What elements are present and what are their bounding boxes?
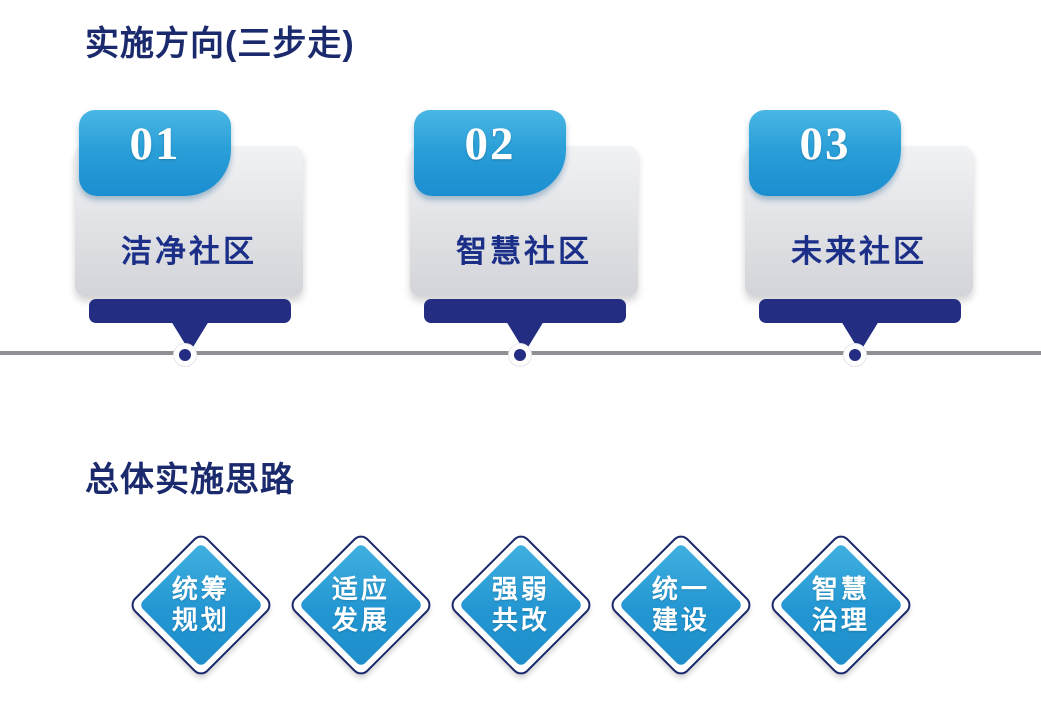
step-number: 03 bbox=[799, 118, 851, 170]
diamond-label: 智慧 治理 bbox=[811, 573, 871, 635]
timeline-dot bbox=[509, 344, 531, 366]
step-label: 未来社区 bbox=[791, 234, 927, 269]
section2-title: 总体实施思路 bbox=[85, 461, 295, 499]
diamond-fill: 统一 建设 bbox=[618, 542, 744, 668]
diamond-label: 强弱 共改 bbox=[491, 573, 551, 635]
diamond-item-4: 统一 建设 bbox=[607, 531, 755, 679]
diamond-fill: 智慧 治理 bbox=[778, 542, 904, 668]
step-number: 02 bbox=[464, 118, 516, 170]
step-card-3: 03 未来社区 bbox=[745, 110, 975, 390]
step-card-1: 01 洁净社区 bbox=[75, 110, 305, 390]
diamond-item-1: 统筹 规划 bbox=[127, 531, 275, 679]
step-label: 洁净社区 bbox=[121, 234, 257, 269]
step-base-bar bbox=[759, 299, 961, 323]
step-base-bar bbox=[424, 299, 626, 323]
step-number-tab: 01 bbox=[79, 110, 231, 196]
diamond-label: 统一 建设 bbox=[651, 573, 711, 635]
step-number-tab: 02 bbox=[414, 110, 566, 196]
diamond-fill: 适应 发展 bbox=[298, 542, 424, 668]
diamond-label: 统筹 规划 bbox=[171, 573, 231, 635]
step-number-tab: 03 bbox=[749, 110, 901, 196]
diamond-item-5: 智慧 治理 bbox=[767, 531, 915, 679]
step-label: 智慧社区 bbox=[456, 234, 592, 269]
timeline-dot bbox=[174, 344, 196, 366]
diamond-label: 适应 发展 bbox=[331, 573, 391, 635]
section1-title: 实施方向(三步走) bbox=[85, 25, 355, 63]
diamond-item-2: 适应 发展 bbox=[287, 531, 435, 679]
step-card-2: 02 智慧社区 bbox=[410, 110, 640, 390]
timeline-dot bbox=[844, 344, 866, 366]
diamond-item-3: 强弱 共改 bbox=[447, 531, 595, 679]
diamond-fill: 强弱 共改 bbox=[458, 542, 584, 668]
diamond-fill: 统筹 规划 bbox=[138, 542, 264, 668]
step-base-bar bbox=[89, 299, 291, 323]
step-number: 01 bbox=[129, 118, 181, 170]
